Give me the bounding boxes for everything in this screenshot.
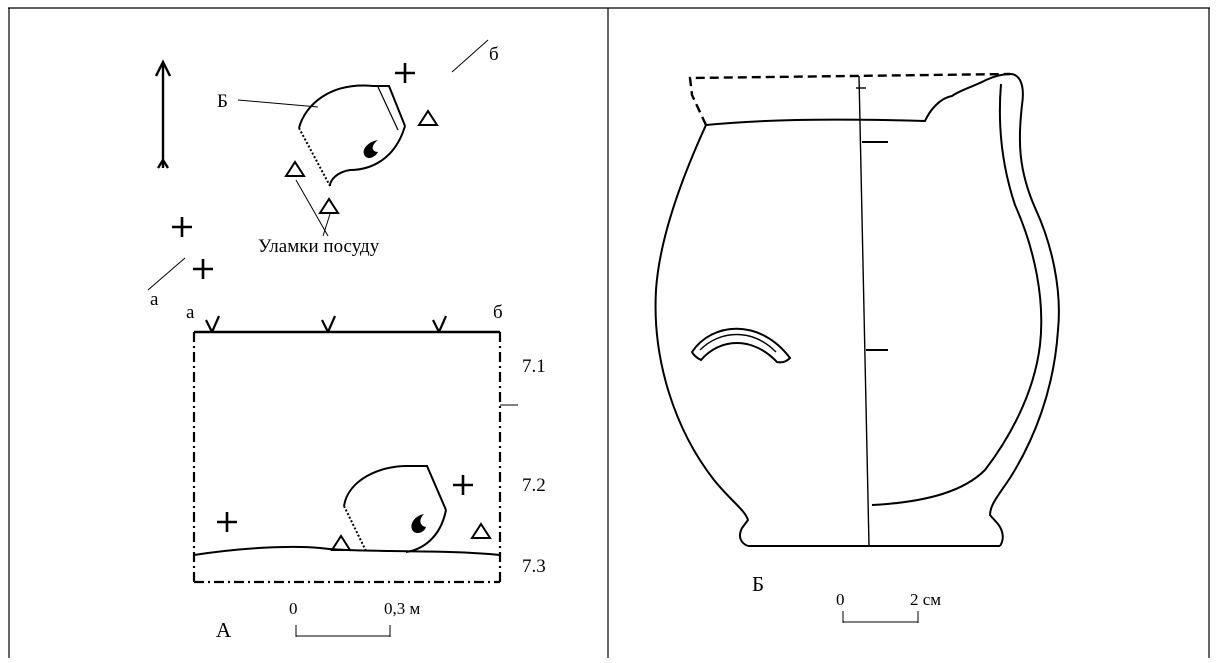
fragment-triangle-icon	[417, 109, 439, 126]
fragment-triangle-icon	[470, 522, 492, 539]
fragments-pointer-lines	[295, 179, 331, 237]
vessel-plan-outline	[298, 84, 406, 187]
fragment-triangle-icon	[330, 534, 352, 551]
section-line-start-label: а	[150, 289, 159, 310]
panel-a-label: А	[216, 618, 232, 642]
section-box	[192, 330, 518, 584]
find-cross-icon	[217, 512, 237, 532]
fragments-caption: Уламки посуду	[258, 236, 380, 257]
layer-label: 7.2	[522, 475, 546, 496]
find-cross-icon	[453, 475, 473, 495]
section-line-mark-a	[147, 257, 186, 291]
north-arrow-icon	[154, 59, 172, 169]
section-line-end-label: б	[489, 44, 499, 65]
vessel-section-outline	[343, 464, 447, 553]
scale-zero-label: 0	[289, 599, 298, 618]
vessel-drawing	[654, 72, 1060, 547]
section-left-label: а	[186, 302, 195, 323]
frame-lines	[8, 7, 1210, 658]
fragment-triangle-icon	[284, 160, 306, 177]
fragment-triangle-icon	[318, 197, 340, 214]
panel-b: Б 0 2 см	[654, 72, 1060, 623]
handle-section-icon	[411, 514, 426, 534]
vessel-plan-label: Б	[217, 91, 228, 112]
layer-label: 7.3	[522, 556, 546, 577]
find-cross-icon	[395, 63, 415, 83]
vessel-label-leader	[237, 99, 319, 108]
section-line-mark-b	[451, 39, 489, 73]
scale-end-label: 0,3 м	[384, 599, 421, 618]
layer-label: 7.1	[522, 356, 546, 377]
section-top-ticks	[205, 315, 448, 333]
scale-zero-label: 0	[836, 590, 845, 609]
handle-plan-icon	[363, 140, 378, 159]
scale-end-label: 2 см	[910, 590, 941, 609]
panel-b-label: Б	[752, 572, 764, 596]
find-cross-icon	[193, 259, 213, 279]
find-cross-icon	[172, 217, 192, 237]
panel-a: Б Уламки посуду б а а б	[147, 39, 546, 642]
scale-bar	[295, 625, 391, 637]
crescent-decoration-icon	[690, 327, 792, 364]
scale-bar	[842, 611, 919, 623]
section-right-label: б	[493, 302, 503, 323]
